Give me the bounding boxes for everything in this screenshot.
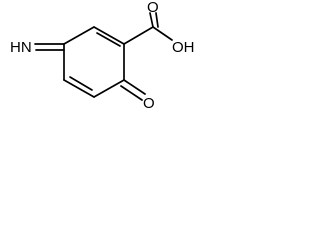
bond-c2-c3-double — [96, 32, 121, 47]
bond-c5-c6-double — [69, 76, 93, 91]
hydroxyl-label: OH — [172, 39, 195, 56]
imine-label: HN — [10, 39, 32, 56]
bond-c2-c3 — [93, 26, 125, 45]
molecule-structure: HN O OH O — [10, 0, 195, 112]
ketone-group: O — [120, 79, 155, 112]
bond-ccooh-o-double — [155, 12, 159, 28]
bond-ccooh-oh — [152, 26, 173, 41]
bond-c1-c2 — [63, 26, 95, 45]
carboxyl-group: O OH — [123, 0, 195, 56]
ketone-oxygen-label: O — [143, 95, 155, 112]
bond-c4-c5 — [93, 79, 125, 98]
bond-c4-o-double — [120, 85, 143, 101]
carboxyl-oxygen-label: O — [147, 0, 159, 16]
ring-bonds — [63, 26, 125, 98]
bond-ccooh-o — [149, 12, 154, 28]
bond-c3-ccooh — [123, 26, 154, 45]
bond-c5-c6 — [63, 79, 95, 98]
imine-group: HN — [10, 39, 65, 56]
bond-c4-o — [123, 79, 146, 95]
